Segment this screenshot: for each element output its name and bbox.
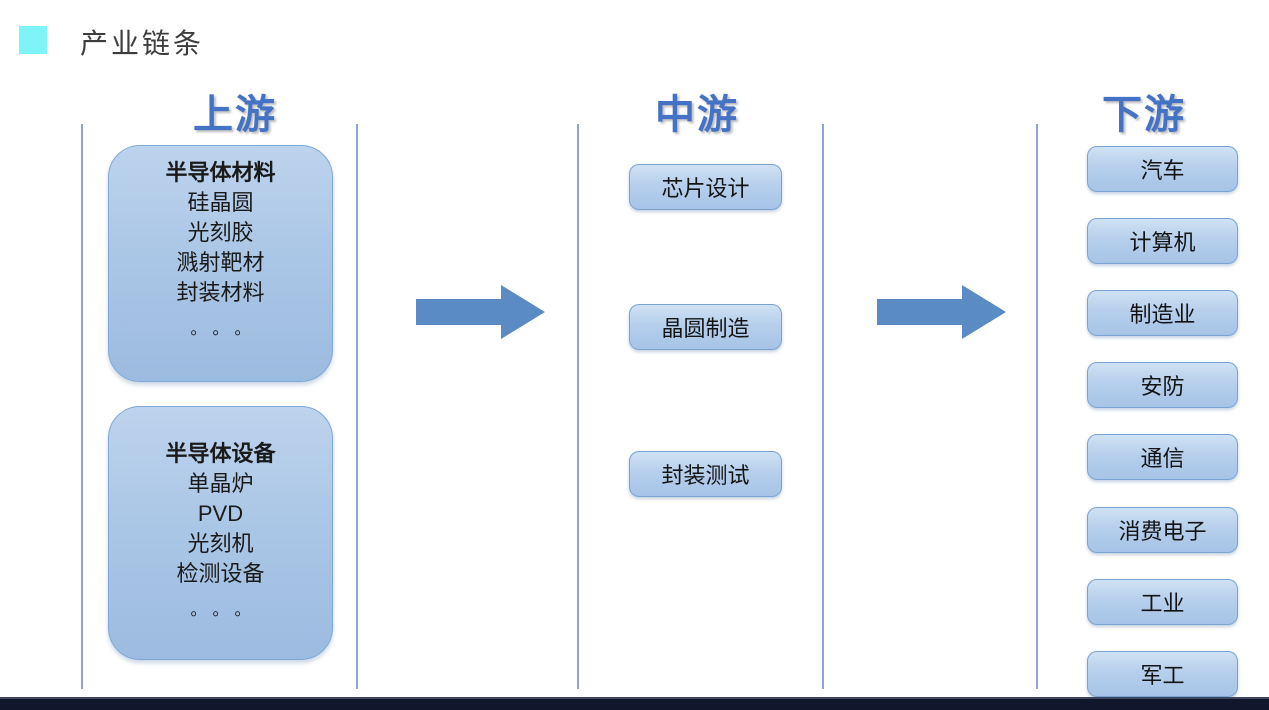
box-item: PVD <box>197 501 244 526</box>
column-divider-line <box>577 124 579 689</box>
box-title: 半导体设备 <box>165 441 276 466</box>
box-item: 封装材料 <box>176 280 265 305</box>
column-header-upstream: 上游 <box>193 93 277 137</box>
box-item: 光刻机 <box>187 531 254 556</box>
column-divider-line <box>356 124 358 689</box>
column-divider-line <box>822 124 824 689</box>
column-divider-line <box>81 124 83 689</box>
slide-footer-bar <box>0 697 1269 710</box>
column-header-downstream: 下游 <box>1102 93 1186 137</box>
downstream-app-computer: 计算机 <box>1087 218 1238 264</box>
upstream-equipment-box: 半导体设备 单晶炉 PVD 光刻机 检测设备 。。。 <box>108 406 333 660</box>
upstream-materials-box: 半导体材料 硅晶圆 光刻胶 溅射靶材 封装材料 。。。 <box>108 145 333 382</box>
ellipsis-dots: 。。。 <box>190 321 265 338</box>
title-bullet-square-icon <box>19 26 47 54</box>
downstream-app-security: 安防 <box>1087 362 1238 408</box>
box-item: 硅晶圆 <box>187 190 254 215</box>
downstream-app-industrial: 工业 <box>1087 579 1238 625</box>
ellipsis-dots: 。。。 <box>190 602 265 619</box>
box-item: 光刻胶 <box>187 220 254 245</box>
box-item: 检测设备 <box>176 561 265 586</box>
downstream-app-military: 军工 <box>1087 651 1238 697</box>
downstream-app-manufacturing: 制造业 <box>1087 290 1238 336</box>
box-item: 溅射靶材 <box>176 250 265 275</box>
midstream-stage-package-test: 封装测试 <box>629 451 782 497</box>
column-header-midstream: 中游 <box>655 93 739 137</box>
midstream-stage-chip-design: 芯片设计 <box>629 164 782 210</box>
downstream-app-telecom: 通信 <box>1087 434 1238 480</box>
midstream-stage-wafer-fab: 晶圆制造 <box>629 304 782 350</box>
downstream-app-automotive: 汽车 <box>1087 146 1238 192</box>
box-item: 单晶炉 <box>187 471 254 496</box>
downstream-app-consumer-electronics: 消费电子 <box>1087 507 1238 553</box>
right-arrow-icon <box>416 285 545 339</box>
page-title: 产业链条 <box>80 28 205 59</box>
box-title: 半导体材料 <box>165 160 276 185</box>
right-arrow-icon <box>877 285 1006 339</box>
column-divider-line <box>1036 124 1038 689</box>
